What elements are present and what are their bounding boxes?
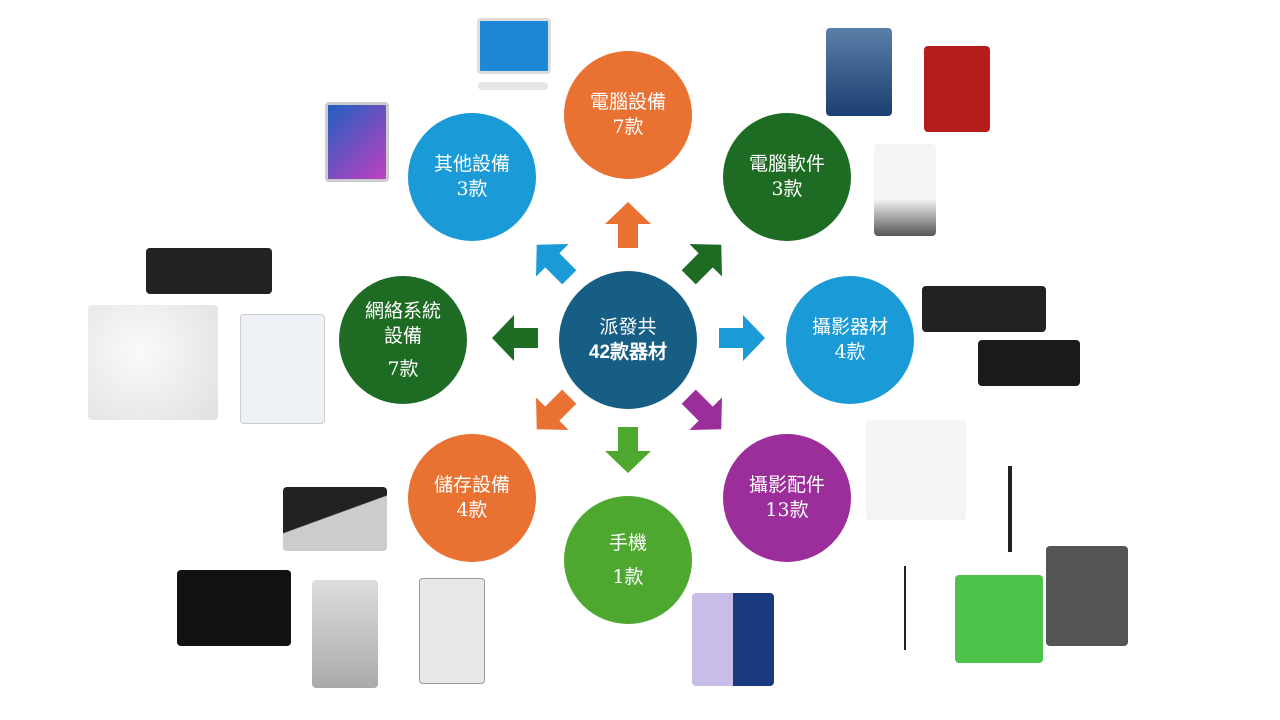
arrow-down-left <box>536 389 577 430</box>
category-other: 其他設備 3款 <box>408 113 536 241</box>
smartphone-image <box>692 593 774 686</box>
lavalier-mic-image <box>870 566 940 650</box>
internal-hdd-image <box>419 578 485 684</box>
arrow-left <box>492 315 538 361</box>
category-count: 7款 <box>612 116 644 138</box>
mirrorless-camera-image <box>922 286 1046 332</box>
center-line2: 42款器材 <box>588 342 668 363</box>
category-count: 4款 <box>456 499 488 521</box>
category-storage: 儲存設備 4款 <box>408 434 536 562</box>
category-camera-equipment: 攝影器材 4款 <box>786 276 914 404</box>
ring-light-kit-image <box>866 420 966 520</box>
nas-image <box>177 570 291 646</box>
camcorder-image <box>978 340 1080 386</box>
category-mobile-phone: 手機 1款 <box>564 496 692 624</box>
router-image <box>146 248 272 294</box>
external-hdd-image <box>312 580 378 688</box>
arrow-up-right <box>681 244 722 285</box>
arrow-up <box>605 202 651 248</box>
category-count: 4款 <box>834 341 866 363</box>
category-name: 儲存設備 <box>433 474 510 496</box>
phone-vlog-rig-image <box>1046 546 1128 646</box>
category-network: 網絡系統設備 7款 <box>339 276 467 404</box>
green-screen-image <box>955 575 1043 663</box>
category-name: 手機 <box>608 532 647 554</box>
acrobat-software-box-image <box>924 46 990 132</box>
arrow-down-right <box>681 389 722 430</box>
usb-drive-image <box>283 487 387 551</box>
category-count: 3款 <box>456 178 488 200</box>
tablet-image <box>325 102 389 182</box>
tripod-image <box>985 466 1035 552</box>
category-name: 電腦軟件 <box>748 153 825 175</box>
arrow-up-left <box>536 244 577 285</box>
desktop-computer-image <box>477 18 551 74</box>
video-software-box-image <box>826 28 892 116</box>
arrow-right <box>719 315 765 361</box>
category-computer-equipment: 電腦設備 7款 <box>564 51 692 179</box>
desktop-keyboard-image <box>478 82 548 90</box>
category-count: 3款 <box>771 178 803 200</box>
category-computer-software: 電腦軟件 3款 <box>723 113 851 241</box>
center-circle: 派發共 42款器材 <box>559 271 697 409</box>
office-software-box-image <box>874 144 936 236</box>
mesh-wifi-image <box>88 305 218 420</box>
category-name-line2: 設備 <box>383 324 422 347</box>
category-name: 攝影配件 <box>748 474 825 496</box>
category-count: 7款 <box>387 357 419 380</box>
category-name: 其他設備 <box>433 153 510 175</box>
category-count: 1款 <box>612 566 644 588</box>
arrow-down <box>605 427 651 473</box>
category-name-line1: 網絡系統 <box>364 299 441 322</box>
category-name: 電腦設備 <box>589 91 666 113</box>
sim-card-pack-image <box>240 314 325 424</box>
category-name: 攝影器材 <box>811 316 888 338</box>
center-line1: 派發共 <box>599 316 657 338</box>
category-count: 13款 <box>765 499 809 521</box>
category-camera-accessories: 攝影配件 13款 <box>723 434 851 562</box>
